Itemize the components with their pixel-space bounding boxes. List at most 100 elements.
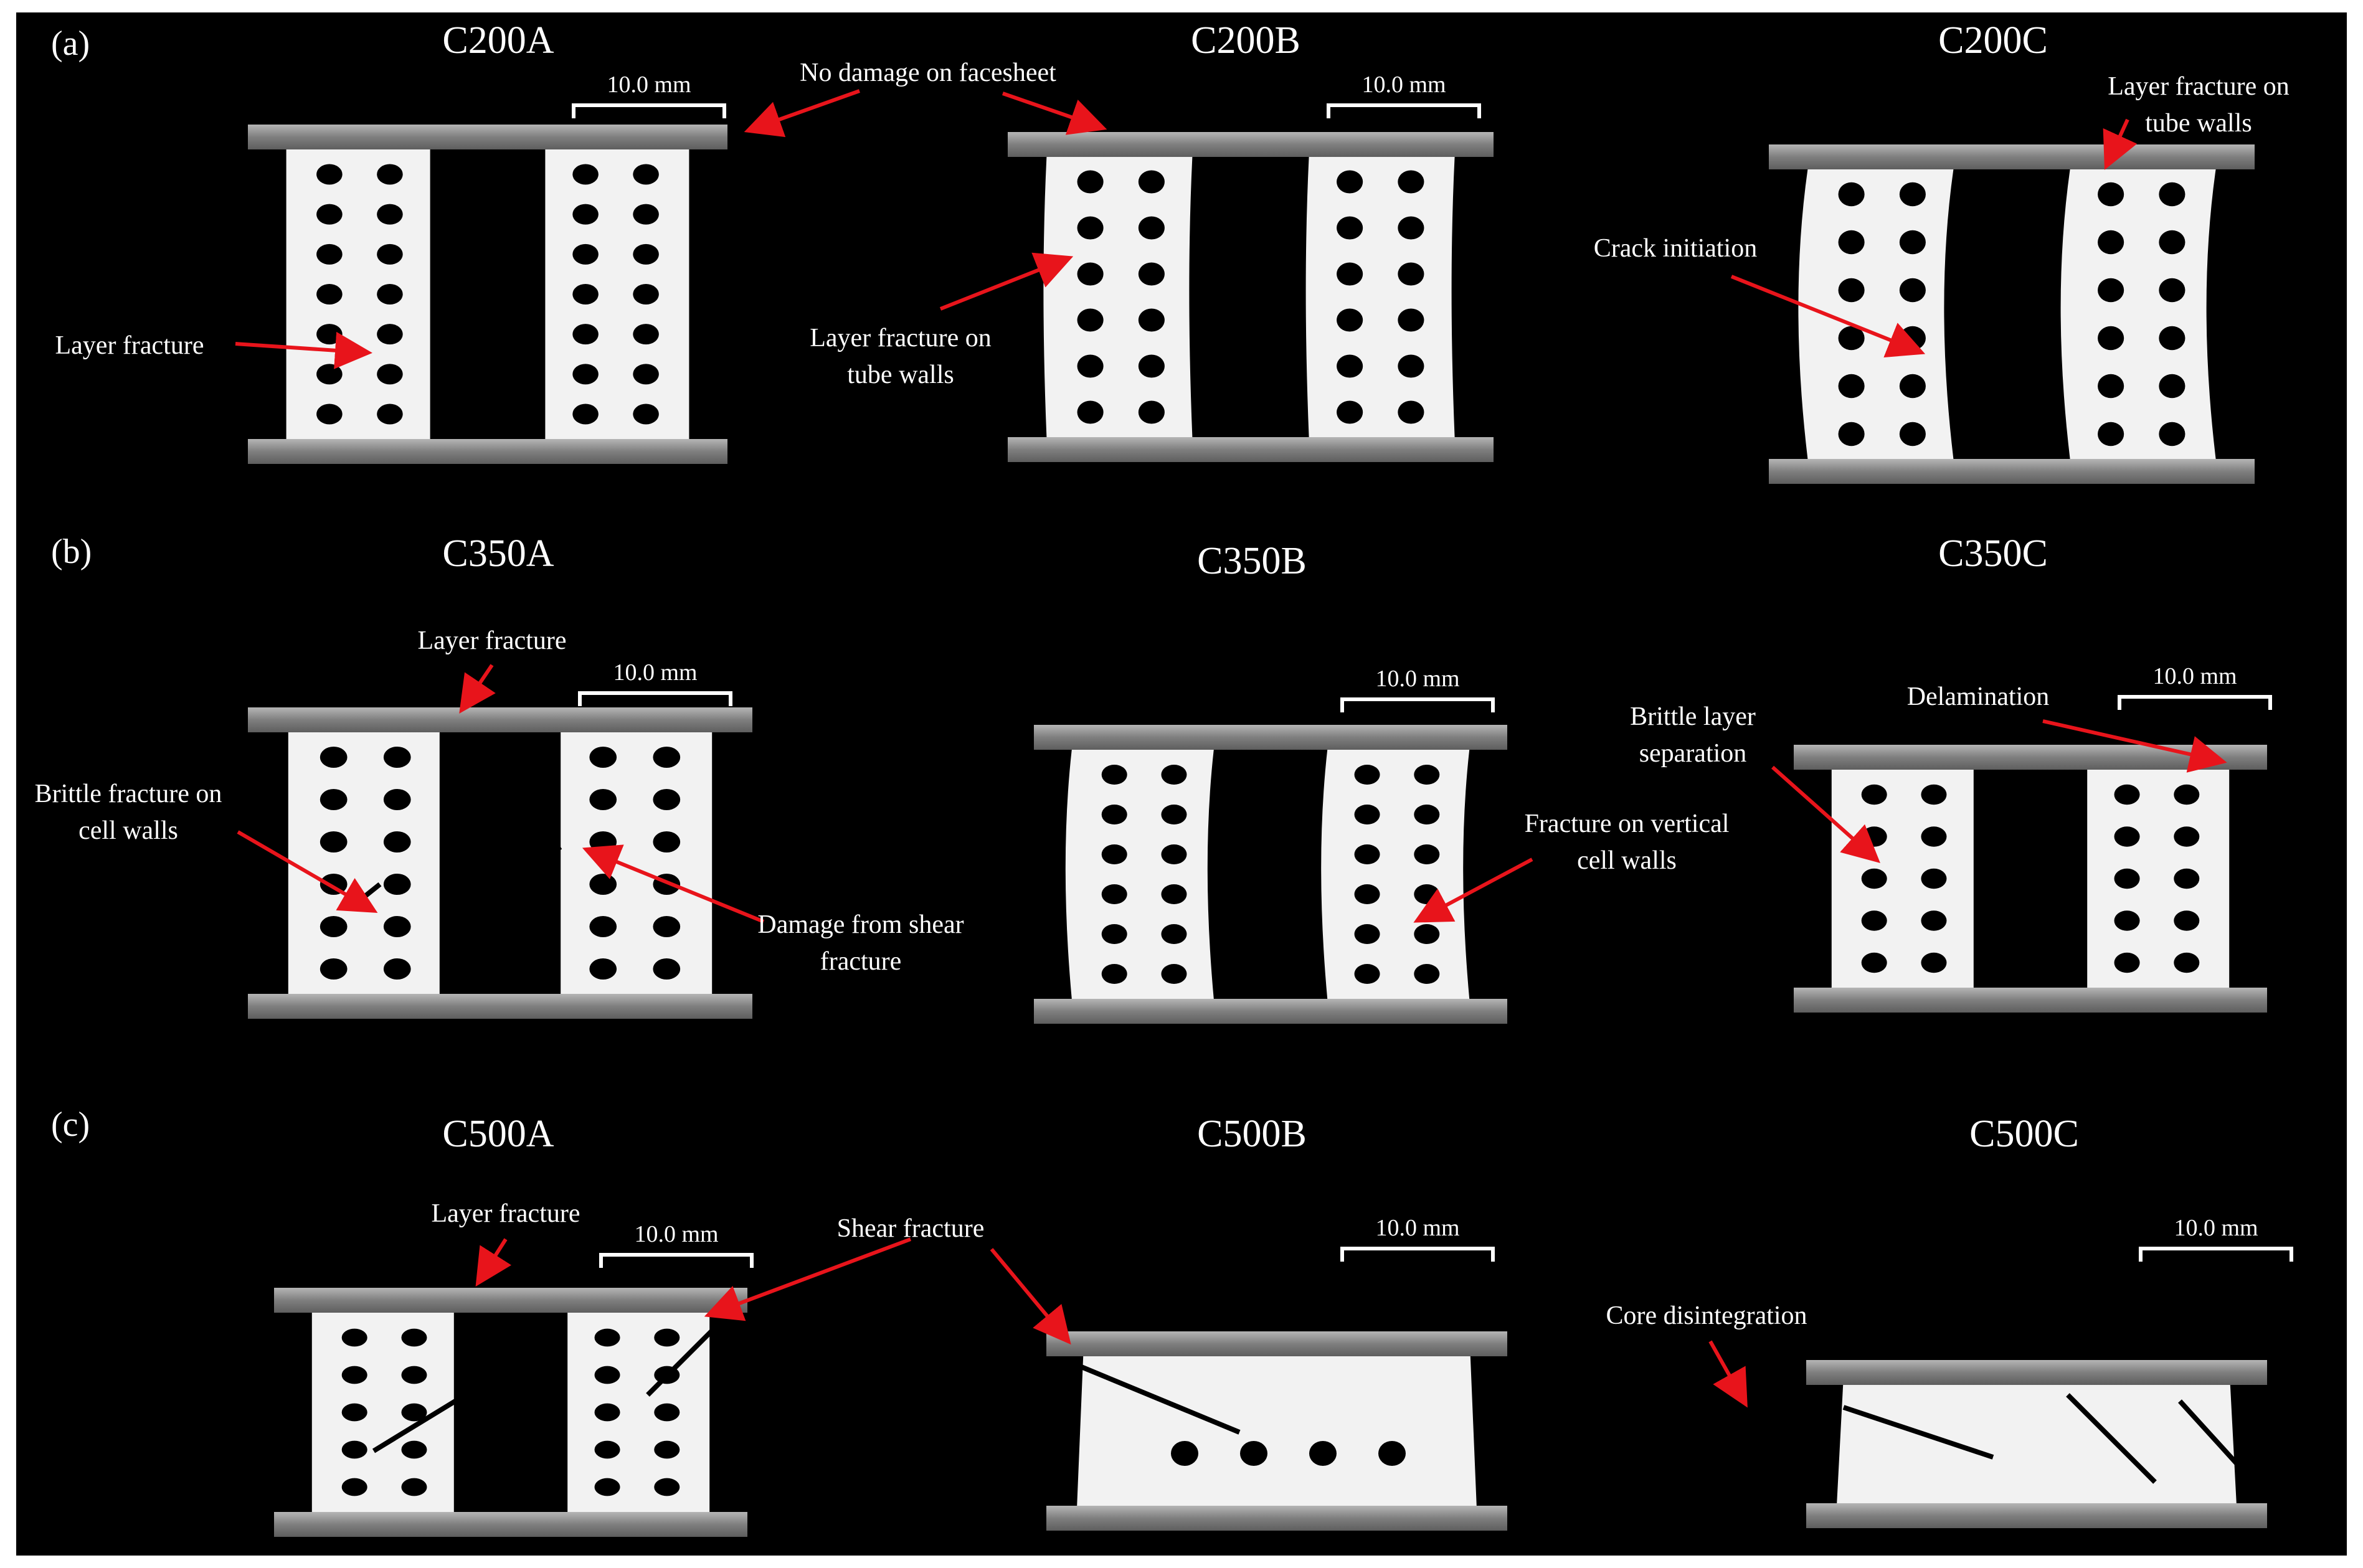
- top-facesheet: [1769, 144, 2255, 169]
- cell-hole: [1077, 354, 1104, 378]
- cell-hole: [589, 916, 617, 937]
- cell-hole: [572, 404, 599, 425]
- cell-hole: [1138, 354, 1165, 378]
- scale-bar-line: [2118, 695, 2272, 710]
- cell-hole: [320, 958, 348, 980]
- cell-hole: [1899, 182, 1926, 207]
- scale-bar-label: 10.0 mm: [2152, 663, 2237, 689]
- title-c500c: C500C: [1969, 1113, 2079, 1155]
- annotation-arrow: [235, 331, 372, 369]
- cell-hole: [1398, 308, 1424, 332]
- cell-hole: [589, 747, 617, 768]
- cell-hole: [1838, 182, 1865, 207]
- cell-hole: [654, 1328, 680, 1347]
- scale-bar-line: [1327, 103, 1481, 118]
- cell-hole: [1398, 400, 1424, 424]
- cell-hole: [1899, 230, 1926, 255]
- scale-bar-line: [578, 691, 732, 706]
- cell-hole: [316, 364, 343, 385]
- cell-hole: [383, 874, 411, 895]
- cell-hole: [377, 164, 403, 185]
- cell-hole: [1161, 964, 1187, 984]
- cell-hole: [2098, 278, 2124, 303]
- cell-hole: [1077, 400, 1104, 424]
- annotation-arrow: [990, 1248, 1071, 1345]
- scale-bar-label: 10.0 mm: [613, 659, 698, 686]
- title-c350a: C350A: [442, 532, 554, 575]
- cell-hole: [1077, 216, 1104, 240]
- cell-hole: [653, 916, 681, 937]
- cell-hole: [316, 204, 343, 225]
- top-facesheet: [248, 707, 752, 732]
- cell-hole: [1337, 262, 1363, 286]
- annotation-arrow: [1771, 765, 1880, 863]
- cell-hole: [1414, 765, 1440, 785]
- scale-bar-line: [1340, 1247, 1495, 1262]
- cell-hole: [1861, 868, 1887, 889]
- cell-hole: [1101, 964, 1127, 984]
- cell-hole: [1101, 884, 1127, 904]
- row-label-c: (c): [51, 1105, 90, 1144]
- annotation-layer-fracture-c200a: Layer fracture: [55, 331, 204, 360]
- cell-hole: [1171, 1441, 1198, 1466]
- cell-hole: [1899, 422, 1926, 446]
- cell-hole: [401, 1403, 427, 1422]
- bottom-facesheet: [1046, 1506, 1507, 1531]
- cell-hole: [2159, 422, 2185, 446]
- bottom-facesheet: [1034, 999, 1507, 1024]
- tube-wall-left: [1831, 770, 1974, 988]
- cell-hole: [2159, 374, 2185, 399]
- cell-hole: [316, 243, 343, 265]
- bottom-facesheet: [1769, 459, 2255, 484]
- cell-hole: [377, 324, 403, 345]
- cell-hole: [572, 364, 599, 385]
- cell-hole: [1398, 170, 1424, 194]
- cell-hole: [2174, 826, 2200, 847]
- cell-hole: [1161, 765, 1187, 785]
- cell-hole: [316, 404, 343, 425]
- cell-hole: [589, 958, 617, 980]
- cell-hole: [572, 204, 599, 225]
- cell-hole: [401, 1366, 427, 1384]
- cell-hole: [2098, 230, 2124, 255]
- cell-hole: [383, 958, 411, 980]
- cell-hole: [2174, 910, 2200, 931]
- title-c200c: C200C: [1938, 19, 2048, 62]
- cell-hole: [377, 204, 403, 225]
- annotation-core-disintegration: Core disintegration: [1606, 1301, 1807, 1330]
- cell-hole: [1077, 262, 1104, 286]
- cell-hole: [1354, 765, 1380, 785]
- cell-hole: [2098, 374, 2124, 399]
- tube-wall-left: [288, 732, 440, 994]
- cell-hole: [1337, 216, 1363, 240]
- tube-wall-left: [311, 1313, 454, 1512]
- cell-hole: [2159, 278, 2185, 303]
- tube-wall-right: [567, 1313, 710, 1512]
- core-body: [1077, 1356, 1477, 1506]
- cell-hole: [1101, 924, 1127, 944]
- cell-hole: [653, 747, 681, 768]
- cell-hole: [1138, 262, 1165, 286]
- annotation-line: Fracture on vertical: [1524, 810, 1730, 838]
- scale-bar-label: 10.0 mm: [1375, 1215, 1460, 1241]
- annotation-line: Brittle fracture on: [34, 780, 222, 808]
- cell-hole: [1240, 1441, 1267, 1466]
- crack: [372, 1380, 488, 1453]
- cell-hole: [594, 1328, 620, 1347]
- cell-hole: [1899, 374, 1926, 399]
- cell-hole: [1077, 308, 1104, 332]
- cell-hole: [572, 164, 599, 185]
- cell-hole: [1921, 868, 1947, 889]
- annotation-line: cell walls: [78, 816, 178, 845]
- cell-hole: [2114, 868, 2140, 889]
- annotation-arrow: [1730, 275, 1926, 358]
- cell-hole: [594, 1478, 620, 1496]
- cell-hole: [1337, 170, 1363, 194]
- crack: [1842, 1405, 1994, 1460]
- cell-hole: [1161, 924, 1187, 944]
- cell-hole: [1861, 784, 1887, 805]
- cell-hole: [1861, 910, 1887, 931]
- tube-wall-left: [1043, 157, 1193, 437]
